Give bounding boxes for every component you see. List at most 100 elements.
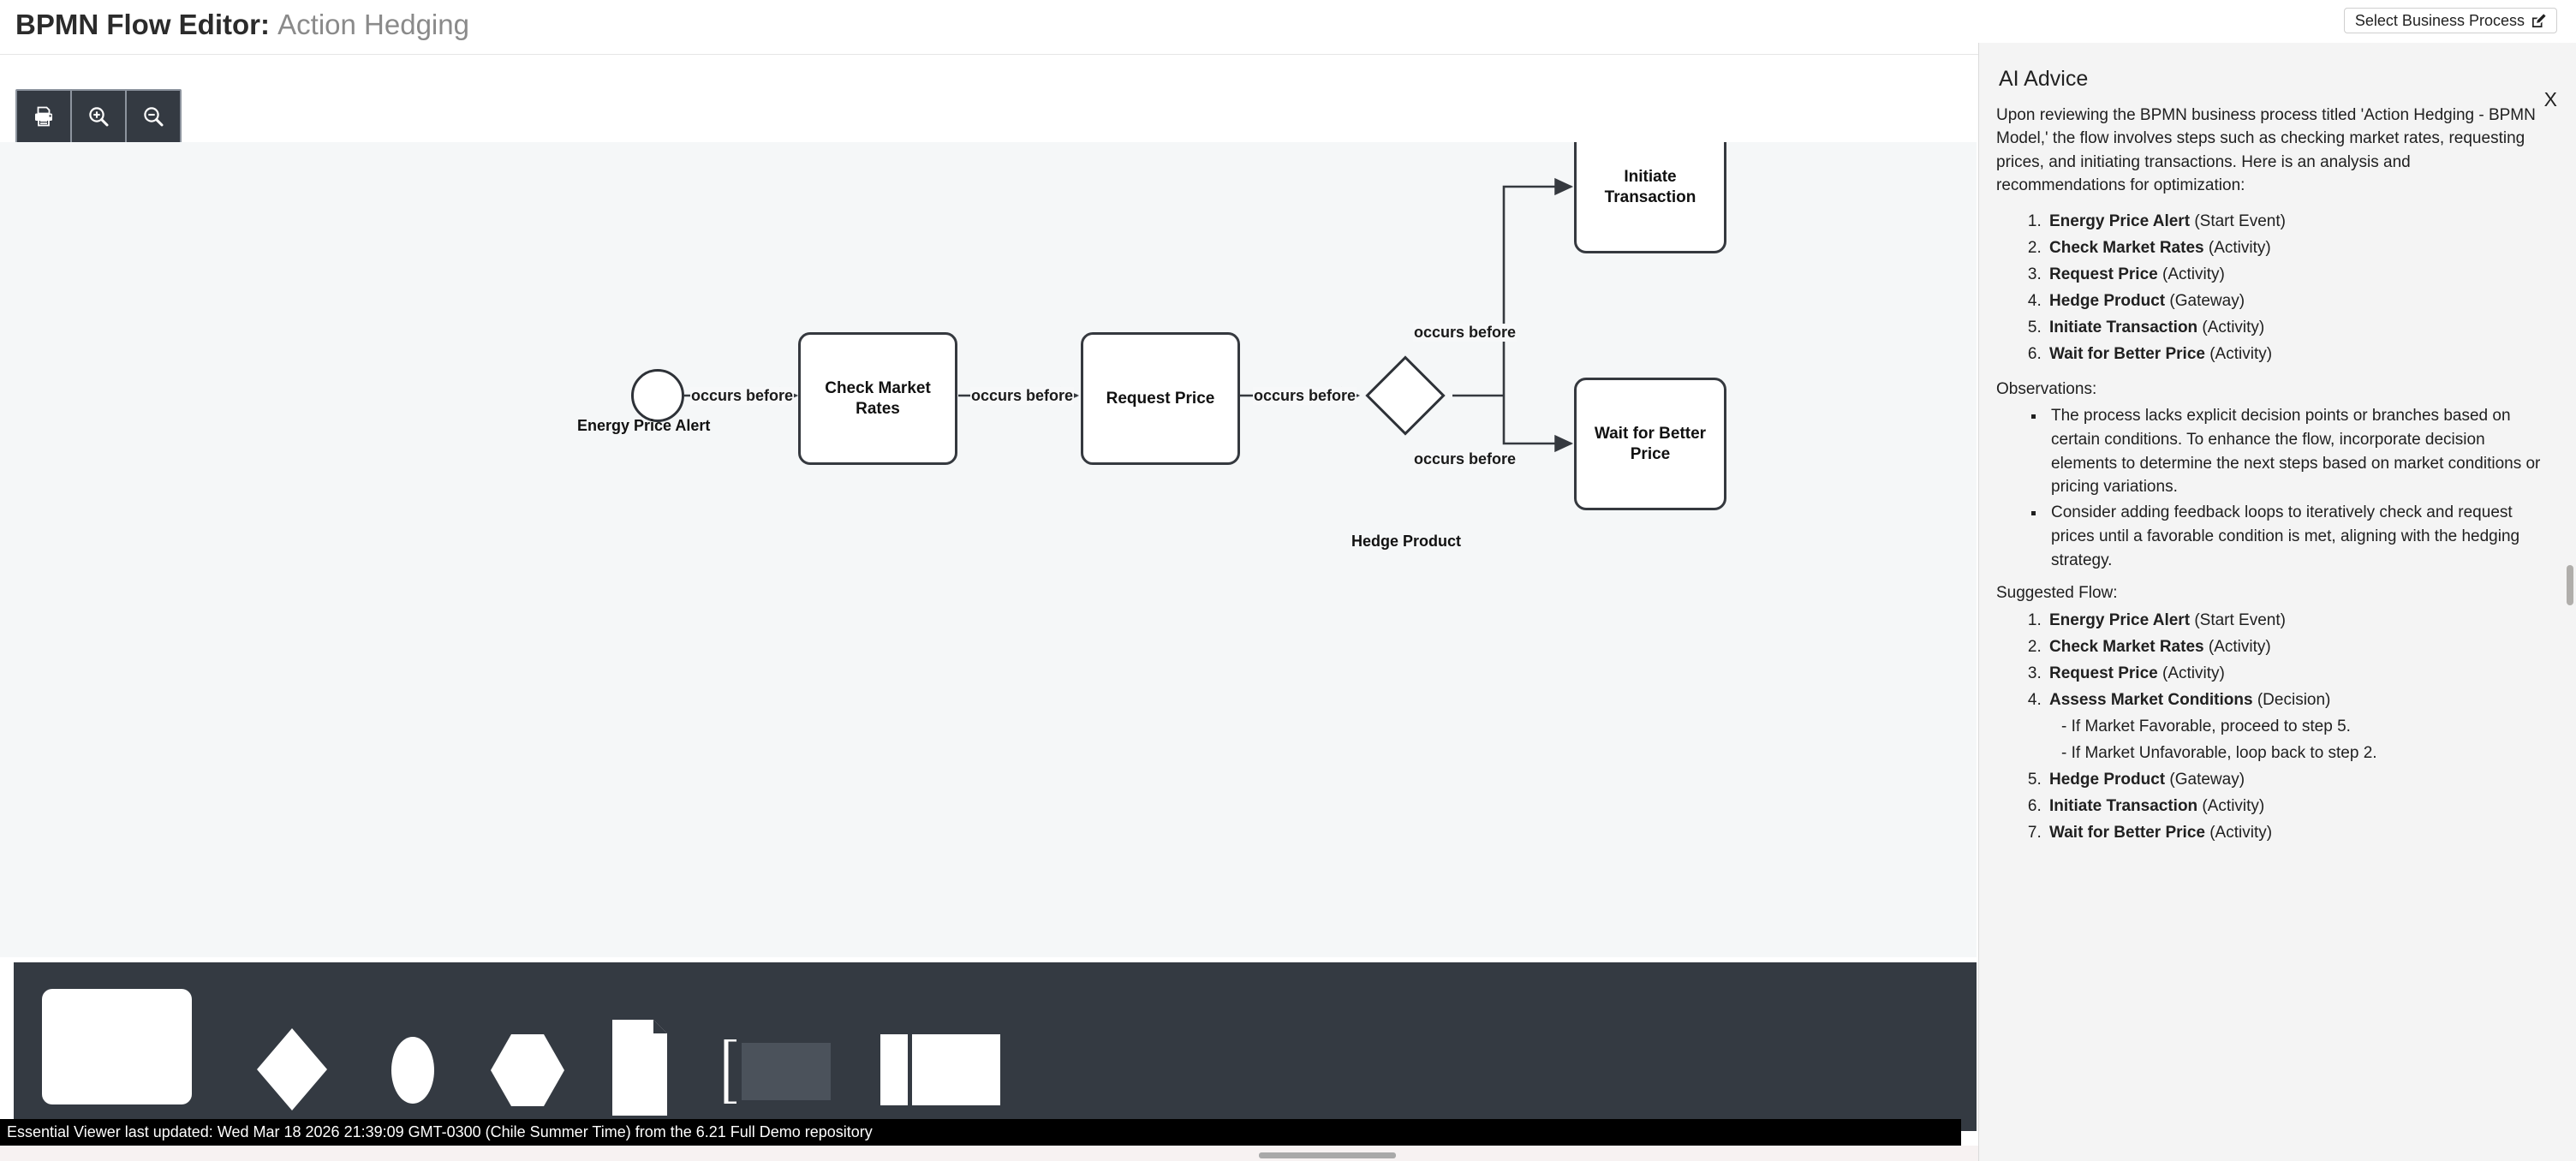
list-item: Hedge Product (Gateway) (2046, 767, 2542, 794)
ai-advice-intro: Upon reviewing the BPMN business process… (1996, 106, 2536, 195)
palette-item-document-shape[interactable] (609, 1018, 669, 1117)
annotation-shape-icon (724, 1039, 831, 1104)
step-name: Assess Market Conditions (2049, 691, 2253, 710)
bpmn-node-label-request-price: Request Price (1106, 389, 1215, 408)
task-shape-icon (42, 989, 192, 1104)
step-name: Energy Price Alert (2049, 611, 2191, 630)
observations-heading: Observations: (1996, 380, 2097, 399)
list-item: Assess Market Conditions (Decision) - If… (2046, 688, 2542, 767)
list-item: Hedge Product (Gateway) (2046, 289, 2542, 315)
ai-current-steps-list: Energy Price Alert (Start Event) Check M… (2046, 209, 2542, 368)
pool-shape-icon (880, 1034, 1000, 1105)
bpmn-node-label-hedge-product: Hedge Product (1351, 533, 1462, 550)
ai-advice-panel: X AI Advice Upon reviewing the BPMN busi… (1978, 43, 2576, 1161)
zoom-in-button[interactable] (72, 91, 125, 142)
step-kind: (Gateway) (2165, 292, 2245, 311)
page-title-process-name: Action Hedging (277, 9, 469, 40)
bpmn-node-label-initiate-transaction: Initiate Transaction (1604, 167, 1696, 206)
edge-label-gateway-to-wait: occurs before (1413, 450, 1518, 468)
step-name: Request Price (2049, 265, 2158, 284)
list-item: Request Price (Activity) (2046, 262, 2542, 289)
hexagon-shape-icon (491, 1034, 564, 1106)
step-name: Wait for Better Price (2049, 824, 2205, 842)
panel-vertical-scrollbar-thumb[interactable] (2567, 565, 2573, 605)
bpmn-connectors (684, 177, 1574, 453)
step-kind: (Activity) (2157, 664, 2225, 683)
gateway-shape-icon (257, 1028, 327, 1110)
list-item: Initiate Transaction (Activity) (2046, 315, 2542, 342)
step-name: Request Price (2049, 664, 2158, 683)
list-item: Wait for Better Price (Activity) (2046, 820, 2542, 847)
diagram-toolbar (15, 89, 182, 144)
suggested-flow-heading: Suggested Flow: (1996, 584, 2118, 603)
bpmn-node-start-event[interactable] (631, 369, 684, 422)
observations-list: The process lacks explicit decision poin… (2046, 404, 2542, 572)
close-panel-button[interactable]: X (2543, 88, 2557, 110)
step-name: Energy Price Alert (2049, 212, 2191, 231)
palette-item-pool-shape[interactable] (880, 1034, 1000, 1105)
bpmn-node-label-wait-for-better-price: Wait for Better Price (1594, 424, 1707, 463)
palette-item-gateway-shape[interactable] (255, 1027, 329, 1112)
list-item: Check Market Rates (Activity) (2046, 235, 2542, 262)
step-kind: (Activity) (2204, 345, 2273, 364)
bpmn-node-wait-for-better-price[interactable]: Wait for Better Price (1574, 378, 1726, 510)
suggested-condition: - If Market Favorable, proceed to step 5… (2061, 717, 2351, 736)
list-item: Initiate Transaction (Activity) (2046, 794, 2542, 820)
zoom-in-icon (89, 107, 109, 127)
step-kind: (Decision) (2252, 691, 2331, 710)
step-kind: (Activity) (2197, 797, 2265, 816)
step-name: Hedge Product (2049, 771, 2166, 789)
print-button[interactable] (17, 91, 70, 142)
bpmn-node-label-check-market-rates: Check Market Rates (825, 378, 931, 418)
select-business-process-label: Select Business Process (2354, 11, 2525, 29)
bpmn-node-check-market-rates[interactable]: Check Market Rates (798, 332, 957, 465)
editor-area: Energy Price Alert Check Market Rates Re… (0, 55, 1978, 1131)
step-kind: (Gateway) (2165, 771, 2245, 789)
edge-label-gateway-to-initiate: occurs before (1413, 324, 1518, 342)
bpmn-canvas[interactable]: Energy Price Alert Check Market Rates Re… (0, 142, 1977, 957)
event-shape-icon (391, 1037, 434, 1104)
status-bar: Essential Viewer last updated: Wed Mar 1… (0, 1119, 1961, 1146)
step-name: Initiate Transaction (2049, 797, 2198, 816)
document-shape-icon (612, 1020, 667, 1116)
status-bar-text: Essential Viewer last updated: Wed Mar 1… (7, 1123, 873, 1140)
step-name: Initiate Transaction (2049, 319, 2198, 337)
palette-item-hexagon-shape[interactable] (489, 1033, 566, 1108)
horizontal-scrollbar-thumb[interactable] (1259, 1152, 1396, 1158)
edge-label-start-to-check: occurs before (690, 387, 795, 405)
page-title-main: BPMN Flow Editor: (15, 9, 270, 40)
edit-icon (2531, 13, 2546, 28)
ai-advice-title: AI Advice (1999, 67, 2089, 91)
step-name: Check Market Rates (2049, 239, 2204, 258)
step-kind: (Start Event) (2190, 212, 2286, 231)
step-kind: (Activity) (2203, 638, 2271, 657)
list-item: Consider adding feedback loops to iterat… (2046, 501, 2542, 572)
palette-item-task-shape[interactable] (42, 989, 192, 1104)
shape-palette (14, 962, 1977, 1131)
step-kind: (Activity) (2203, 239, 2271, 258)
step-kind: (Start Event) (2190, 611, 2286, 630)
bpmn-node-request-price[interactable]: Request Price (1081, 332, 1240, 465)
bpmn-node-initiate-transaction[interactable]: Initiate Transaction (1574, 142, 1726, 253)
suggested-flow-list: Energy Price Alert (Start Event) Check M… (2046, 608, 2542, 847)
bpmn-node-label-energy-price-alert: Energy Price Alert (577, 417, 711, 434)
list-item: Energy Price Alert (Start Event) (2046, 209, 2542, 235)
list-item: Check Market Rates (Activity) (2046, 634, 2542, 661)
horizontal-scrollbar-track[interactable] (0, 1146, 1978, 1161)
print-icon (35, 106, 52, 127)
zoom-out-icon (144, 107, 164, 127)
list-item: Wait for Better Price (Activity) (2046, 342, 2542, 368)
list-item: Request Price (Activity) (2046, 661, 2542, 688)
select-business-process-button[interactable]: Select Business Process (2343, 8, 2557, 33)
list-item: Energy Price Alert (Start Event) (2046, 608, 2542, 634)
palette-item-event-shape[interactable] (386, 1035, 439, 1105)
step-name: Check Market Rates (2049, 638, 2204, 657)
app-header: BPMN Flow Editor: Action Hedging Select … (0, 0, 2576, 55)
zoom-out-button[interactable] (127, 91, 180, 142)
edge-label-request-to-gateway: occurs before (1253, 387, 1357, 405)
step-kind: (Activity) (2204, 824, 2273, 842)
step-kind: (Activity) (2157, 265, 2225, 284)
palette-item-annotation-shape[interactable] (723, 1039, 832, 1104)
suggested-condition: - If Market Unfavorable, loop back to st… (2061, 744, 2377, 763)
